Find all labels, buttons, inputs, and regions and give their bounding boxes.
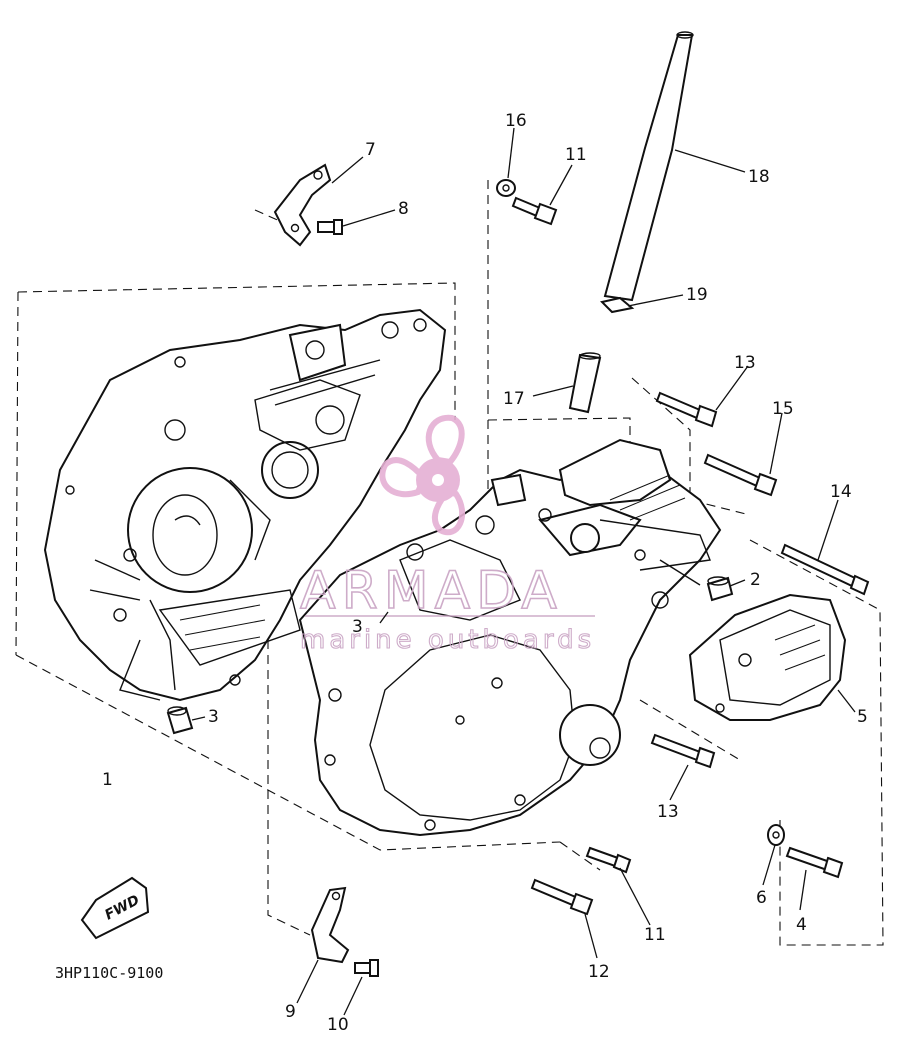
bolt-part-11-lower xyxy=(585,846,632,874)
armada-watermark: ARMADA marine outboards xyxy=(299,414,595,656)
fitting-part-17 xyxy=(568,352,602,414)
callout-6: 6 xyxy=(756,888,767,908)
callout-3-center: 3 xyxy=(352,617,363,637)
callout-19: 19 xyxy=(686,285,708,305)
bracket-part-7 xyxy=(273,163,332,247)
callout-8: 8 xyxy=(398,199,409,219)
cover-part-5 xyxy=(688,593,847,721)
callout-4: 4 xyxy=(796,915,807,935)
callout-17: 17 xyxy=(503,389,525,409)
bolt-part-13-upper xyxy=(655,391,718,428)
washer-part-16 xyxy=(496,179,516,197)
callout-2: 2 xyxy=(750,570,761,590)
hose-part-18 xyxy=(603,31,694,302)
callout-5: 5 xyxy=(857,707,868,727)
callout-9: 9 xyxy=(285,1002,296,1022)
callout-15: 15 xyxy=(772,399,794,419)
washer-part-6 xyxy=(767,824,785,846)
crankcase-left-half-part-1 xyxy=(43,308,447,702)
screw-part-8 xyxy=(317,219,343,235)
bracket-part-9 xyxy=(310,886,350,964)
callout-1: 1 xyxy=(102,770,113,790)
clip-part-19 xyxy=(600,296,635,314)
callout-12: 12 xyxy=(588,962,610,982)
diagram-code: 3HP110C-9100 xyxy=(55,964,163,982)
watermark-title: ARMADA xyxy=(300,561,563,621)
callout-13-lower: 13 xyxy=(657,802,679,822)
crankcase-right-half xyxy=(298,438,722,837)
screw-part-10 xyxy=(354,959,379,977)
bolt-part-4 xyxy=(785,846,844,879)
propeller-logo xyxy=(379,414,466,536)
callout-16: 16 xyxy=(505,111,527,131)
dowel-pin-part-3-left xyxy=(166,706,194,735)
callout-11-upper: 11 xyxy=(565,145,587,165)
callout-18: 18 xyxy=(748,167,770,187)
stud-part-14 xyxy=(780,543,870,596)
collar-part-2 xyxy=(706,576,734,602)
callout-11-lower: 11 xyxy=(644,925,666,945)
callout-labels: 1 2 3 3 4 5 6 7 8 9 10 11 11 12 13 13 14… xyxy=(102,111,868,1035)
bolt-part-13-lower xyxy=(650,733,716,769)
bolt-part-15 xyxy=(703,453,778,497)
callout-10: 10 xyxy=(327,1015,349,1035)
watermark-subtitle: marine outboards xyxy=(300,625,595,655)
callout-7: 7 xyxy=(365,140,376,160)
forward-direction-arrow: FWD xyxy=(80,876,150,940)
leader-lines xyxy=(191,127,856,1016)
bolt-part-12 xyxy=(530,878,594,916)
callout-3-left: 3 xyxy=(208,707,219,727)
bolt-part-11-upper xyxy=(511,196,558,226)
callout-14: 14 xyxy=(830,482,852,502)
callout-13-upper: 13 xyxy=(734,353,756,373)
